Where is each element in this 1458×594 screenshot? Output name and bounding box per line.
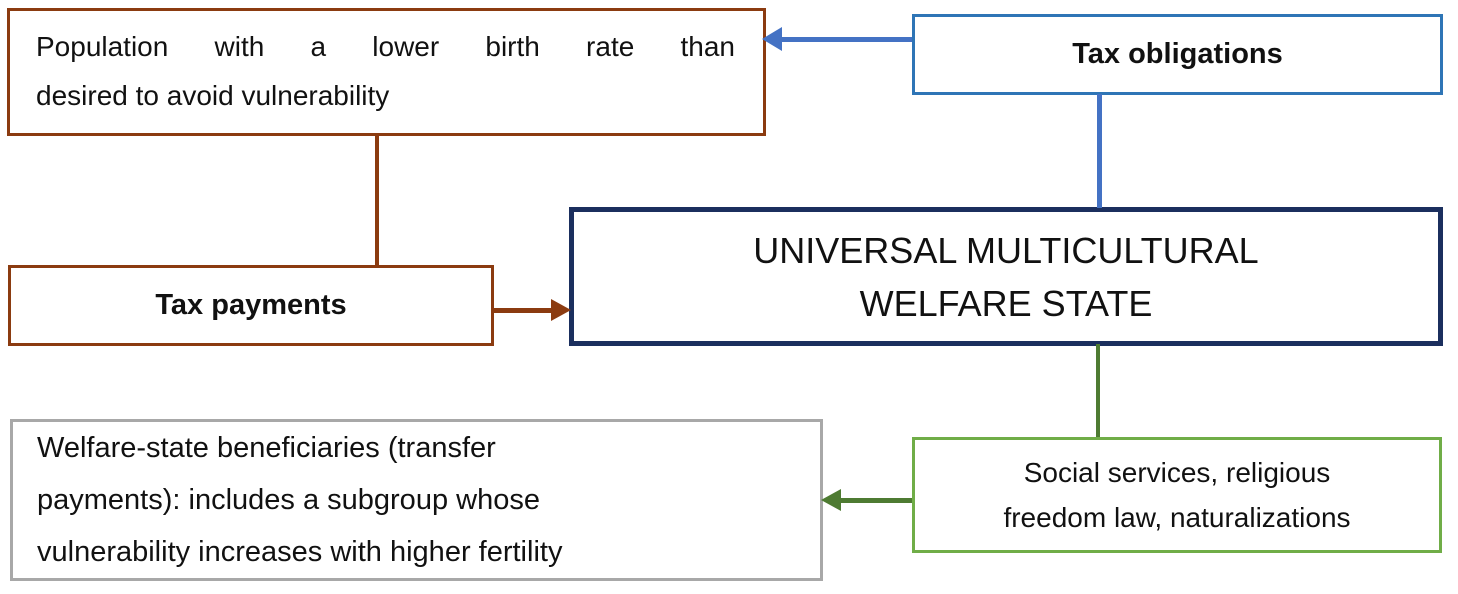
welfare-state-text-line2: WELFARE STATE xyxy=(859,282,1153,324)
population-box: Population with a lower birth rate than … xyxy=(7,8,766,136)
arrowhead-left-icon xyxy=(762,27,782,51)
tax-payments-box: Tax payments xyxy=(8,265,494,346)
connector-welfare-to-social-services xyxy=(1096,344,1100,437)
social-services-box: Social services, religious freedom law, … xyxy=(912,437,1442,553)
connector-tax-obligations-to-population-shaft xyxy=(780,37,912,42)
connector-social-services-to-beneficiaries-shaft xyxy=(840,498,912,503)
beneficiaries-text-line3: vulnerability increases with higher fert… xyxy=(37,536,563,568)
beneficiaries-text-line1: Welfare-state beneficiaries (transfer xyxy=(37,432,496,464)
beneficiaries-text-line2: payments): includes a subgroup whose xyxy=(37,484,540,516)
population-text-line2: desired to avoid vulnerability xyxy=(36,80,390,111)
arrowhead-right-icon xyxy=(551,299,571,321)
tax-obligations-box: Tax obligations xyxy=(912,14,1443,95)
social-services-text-line2: freedom law, naturalizations xyxy=(1003,502,1351,533)
arrowhead-left-icon xyxy=(821,489,841,511)
social-services-text-line1: Social services, religious xyxy=(1023,457,1331,488)
connector-population-to-tax-payments xyxy=(375,133,379,266)
connector-tax-obligations-to-welfare xyxy=(1097,94,1102,208)
welfare-state-box: UNIVERSAL MULTICULTURAL WELFARE STATE xyxy=(569,207,1443,346)
connector-tax-payments-to-welfare-shaft xyxy=(492,308,552,313)
population-text-line1: Population with a lower birth rate than xyxy=(36,31,735,62)
beneficiaries-box: Welfare-state beneficiaries (transfer pa… xyxy=(10,419,823,581)
welfare-state-text-line1: UNIVERSAL MULTICULTURAL xyxy=(753,229,1259,271)
tax-payments-label: Tax payments xyxy=(155,289,347,321)
tax-obligations-label: Tax obligations xyxy=(1072,38,1283,70)
